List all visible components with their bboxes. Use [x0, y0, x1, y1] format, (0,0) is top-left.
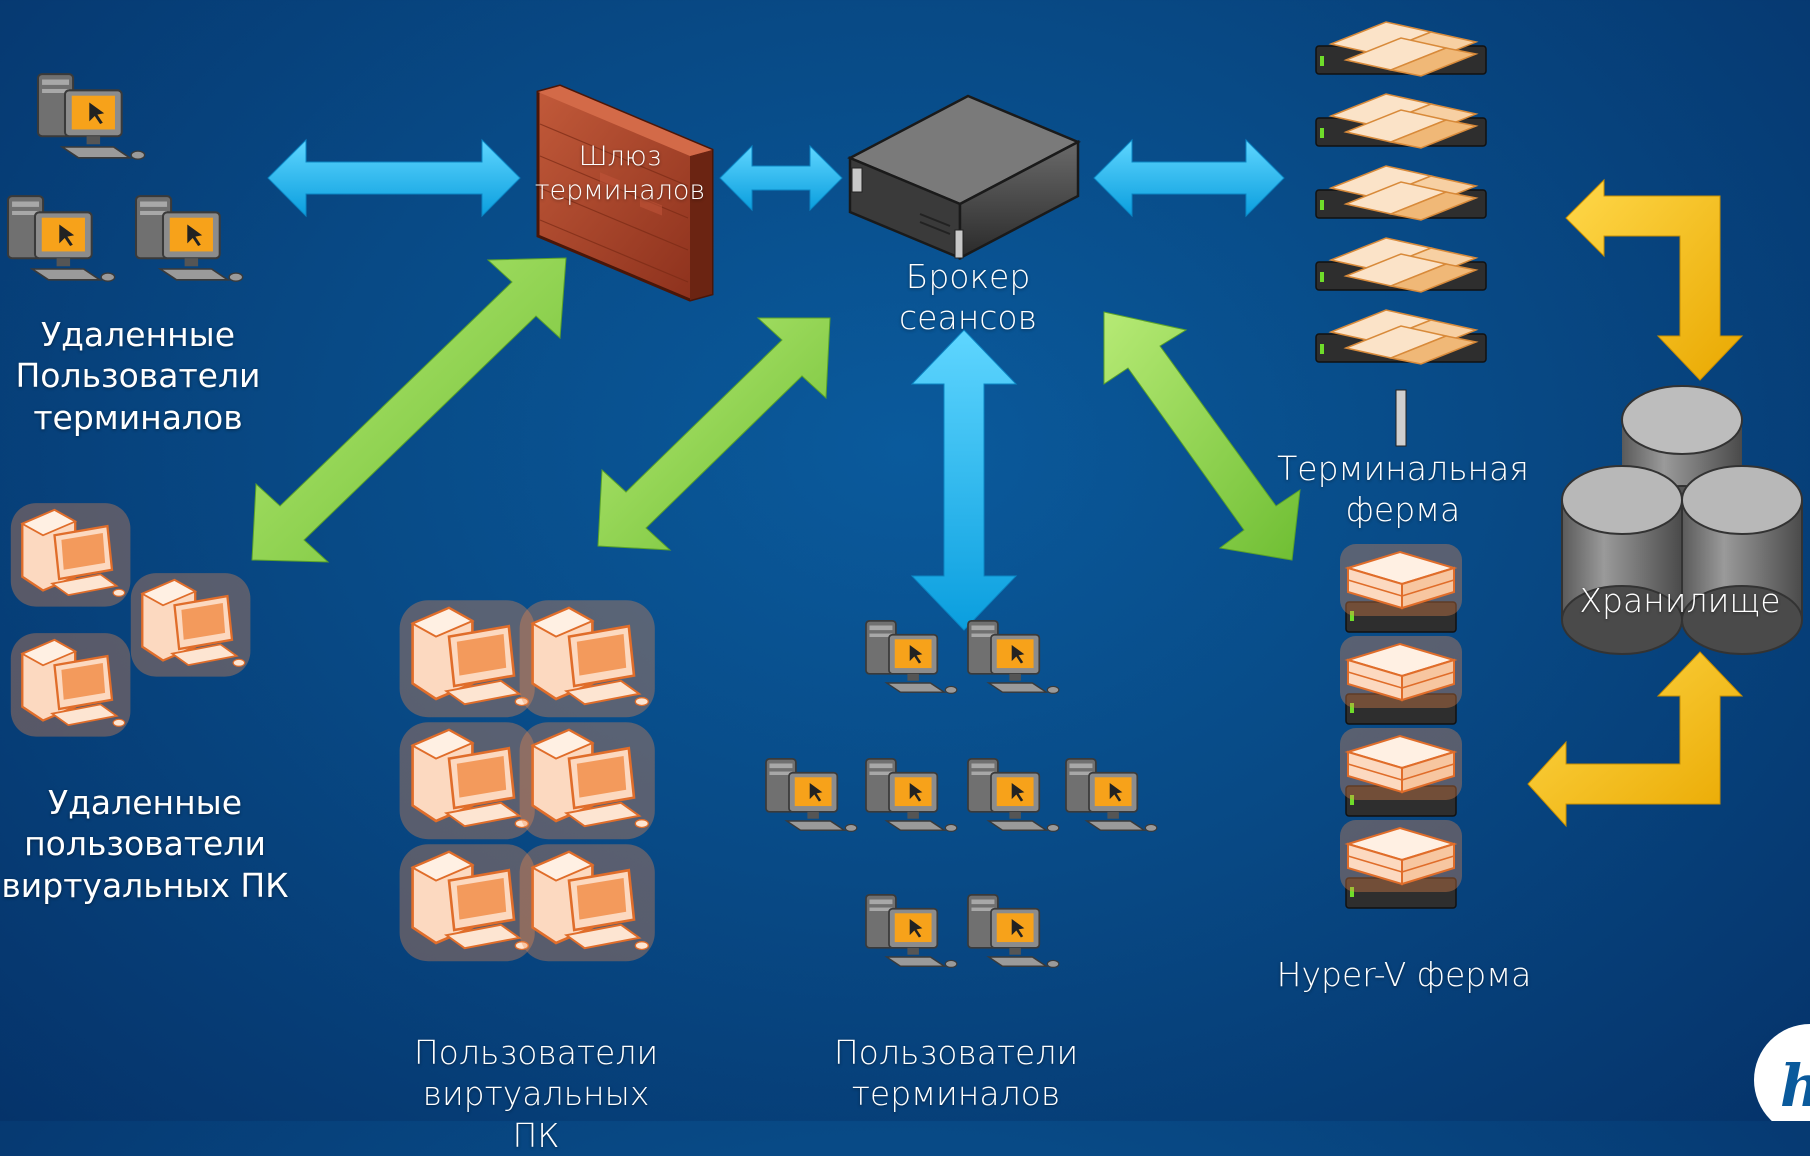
gateway-label: Шлюз терминалов — [534, 141, 706, 206]
server-icon — [1339, 635, 1463, 725]
server-icon — [1315, 93, 1487, 149]
storage-label: Хранилище — [1579, 581, 1781, 620]
firewall-icon — [536, 84, 714, 302]
desktop-pc-icon — [967, 758, 1060, 833]
virtual-pc-icon — [518, 720, 657, 841]
arrow-broker-to-terminal-users — [910, 329, 1018, 631]
remote-terminal-users-label: Удаленные Пользователи терминалов — [15, 315, 261, 437]
terminal-farm-label: Терминальная ферма — [1277, 449, 1529, 530]
arrow-gateway-to-remote-vdi — [251, 257, 567, 563]
arrow-broker-to-hyperv — [1103, 311, 1301, 561]
terminal-users-icons — [765, 620, 1158, 969]
desktop-pc-icon — [36, 73, 146, 161]
virtual-pc-icon — [518, 842, 657, 963]
server-icon — [1315, 21, 1487, 77]
storage-icon — [1561, 385, 1803, 655]
remote-terminal-users-icons — [6, 73, 244, 283]
server-icon — [1339, 543, 1463, 633]
remote-vdi-users-label: Удаленные пользователи виртуальных ПК — [1, 783, 289, 905]
server-icon — [847, 94, 1081, 261]
vdi-users-label: Пользователи виртуальных ПК — [413, 1033, 659, 1155]
arrow-gateway-to-broker — [719, 144, 843, 212]
desktop-pc-icon — [765, 758, 858, 833]
vdi-users-icons — [398, 598, 657, 963]
server-icon — [1315, 237, 1487, 293]
desktop-pc-icon — [967, 894, 1060, 969]
desktop-pc-icon — [865, 620, 958, 695]
virtual-pc-icon — [398, 842, 537, 963]
hyperv-farm-label: Hyper-V ферма — [1276, 955, 1532, 994]
server-icon — [1339, 727, 1463, 817]
terminal-users-label: Пользователи терминалов — [833, 1033, 1079, 1114]
terminal-farm-icons — [1315, 21, 1487, 447]
desktop-pc-icon — [134, 195, 244, 283]
svg-text:hp: hp — [1780, 1052, 1810, 1120]
server-icon — [1315, 309, 1487, 365]
desktop-pc-icon — [865, 758, 958, 833]
arrow-broker-to-terminal-farm — [1093, 138, 1285, 218]
virtual-pc-icon — [129, 571, 252, 678]
virtual-pc-icon — [9, 501, 132, 608]
hyperv-farm-icons — [1339, 543, 1463, 909]
architecture-diagram: hp — [6, 21, 1810, 1121]
desktop-pc-icon — [6, 195, 116, 283]
virtual-pc-icon — [9, 631, 132, 738]
virtual-pc-icon — [398, 720, 537, 841]
server-icon — [1339, 819, 1463, 909]
virtual-pc-icon — [398, 598, 537, 719]
hp-logo-icon: hp — [1754, 1024, 1810, 1121]
desktop-pc-icon — [967, 620, 1060, 695]
virtual-pc-icon — [518, 598, 657, 719]
arrow-storage-to-hyperv — [1527, 651, 1744, 828]
arrow-broker-to-vdi-users — [597, 317, 831, 551]
server-icon — [1315, 165, 1487, 221]
arrow-storage-to-terminal-farm — [1565, 178, 1744, 381]
broker-label: Брокер сеансов — [899, 257, 1037, 338]
desktop-pc-icon — [865, 894, 958, 969]
remote-vdi-users-icons — [9, 501, 252, 738]
arrow-remote-to-gateway — [267, 138, 521, 218]
desktop-pc-icon — [1065, 758, 1158, 833]
